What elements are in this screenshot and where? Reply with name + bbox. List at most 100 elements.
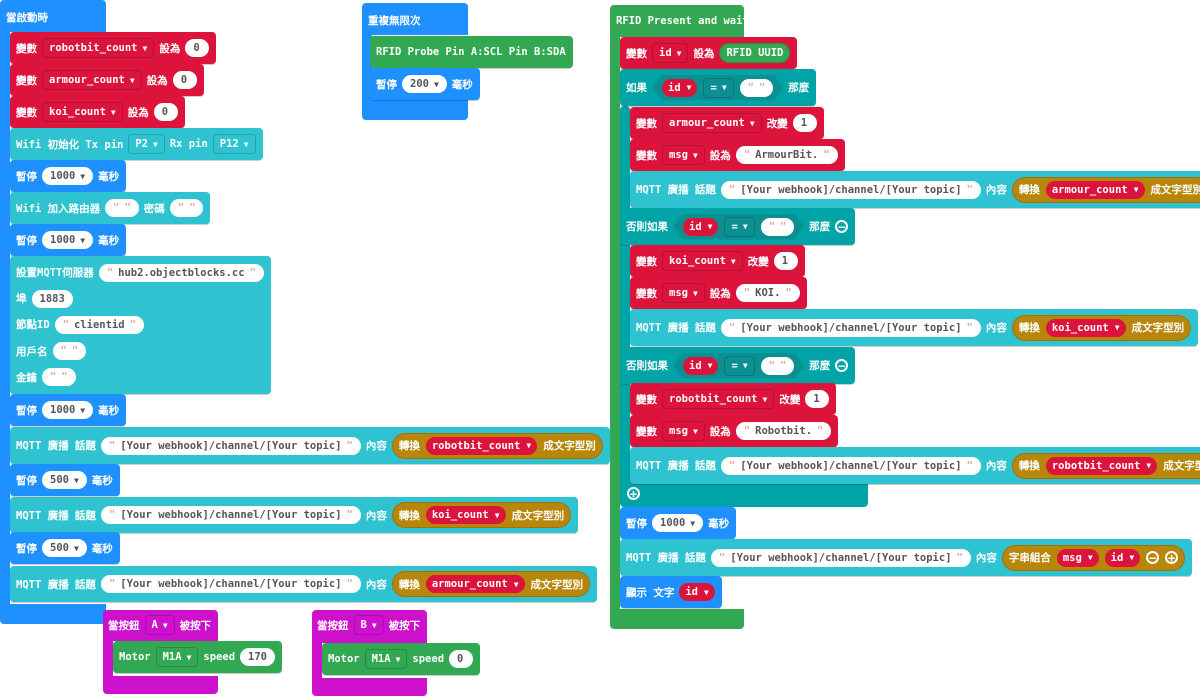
- number-dropdown-input[interactable]: 500▼: [42, 471, 87, 489]
- text-input[interactable]: [105, 199, 139, 217]
- variable-reporter[interactable]: koi_count▼: [425, 506, 506, 524]
- dropdown-arrow-icon[interactable]: ▼: [1114, 323, 1120, 332]
- number-dropdown-input[interactable]: 1000▼: [652, 514, 704, 532]
- add-icon[interactable]: +: [1165, 551, 1179, 564]
- number-input[interactable]: 1: [805, 390, 830, 408]
- text-input[interactable]: [Your webhook]/channel/[Your topic]: [100, 506, 361, 524]
- text-input[interactable]: clientid: [54, 315, 144, 334]
- text-input[interactable]: [Your webhook]/channel/[Your topic]: [720, 180, 981, 199]
- number-dropdown-input[interactable]: 1000▼: [42, 231, 94, 249]
- text-input[interactable]: [Your webhook]/channel/[Your topic]: [100, 575, 361, 593]
- dropdown[interactable]: msg▼: [662, 421, 705, 441]
- comparison-condition[interactable]: id▼=▼: [673, 353, 804, 379]
- number-input[interactable]: 0: [172, 71, 197, 89]
- variable-reporter[interactable]: id▼: [683, 218, 718, 236]
- text-input[interactable]: [Your webhook]/channel/[Your topic]: [100, 436, 361, 455]
- remove-icon[interactable]: −: [835, 359, 849, 372]
- text-input[interactable]: [740, 79, 774, 97]
- number-input[interactable]: 1883: [31, 289, 73, 308]
- dropdown-arrow-icon[interactable]: ▼: [1129, 553, 1135, 562]
- dropdown[interactable]: msg▼: [662, 283, 705, 303]
- wifi-block[interactable]: Wifi 加入路由器密碼: [10, 192, 211, 224]
- dropdown-arrow-icon[interactable]: ▼: [707, 361, 713, 370]
- number-input[interactable]: 1: [773, 252, 798, 270]
- dropdown-arrow-icon[interactable]: ▼: [494, 510, 500, 520]
- text-input[interactable]: hub2.objectblocks.cc: [98, 263, 264, 282]
- comparison-condition[interactable]: id▼ =▼: [673, 214, 804, 240]
- variable-reporter[interactable]: msg▼: [1056, 548, 1099, 567]
- text-input[interactable]: [Your webhook]/channel/[Your topic]: [720, 318, 981, 337]
- dropdown-arrow-icon[interactable]: ▼: [1146, 461, 1152, 470]
- number-dropdown-input[interactable]: 500▼: [42, 539, 87, 557]
- text-input[interactable]: [169, 199, 204, 217]
- mqtt-block[interactable]: 設置MQTT伺服器hub2.objectblocks.cc埠1883節點IDcl…: [10, 256, 271, 394]
- dropdown[interactable]: M1A▼: [155, 647, 199, 667]
- variable-reporter[interactable]: id▼: [1104, 548, 1141, 567]
- variable-reporter[interactable]: robotbit_count▼: [425, 436, 538, 455]
- dropdown-arrow-icon[interactable]: ▼: [707, 222, 713, 231]
- dropdown[interactable]: koi_count▼: [662, 251, 743, 271]
- text-input[interactable]: [52, 342, 87, 361]
- text-input[interactable]: [Your webhook]/channel/[Your topic]: [710, 548, 971, 567]
- dropdown[interactable]: armour_count▼: [42, 70, 142, 90]
- dropdown[interactable]: B▼: [353, 615, 384, 635]
- dropdown[interactable]: M1A▼: [364, 649, 408, 669]
- mqtt-block[interactable]: MQTT 廣播 話題[Your webhook]/channel/[Your t…: [620, 539, 1193, 576]
- remove-icon[interactable]: −: [1146, 551, 1160, 564]
- dropdown[interactable]: armour_count▼: [662, 113, 762, 133]
- text-input[interactable]: [Your webhook]/channel/[Your topic]: [720, 456, 981, 475]
- dropdown[interactable]: =▼: [724, 217, 754, 237]
- dropdown[interactable]: =▼: [724, 356, 754, 376]
- text-input[interactable]: [761, 218, 795, 236]
- variable-reporter[interactable]: armour_count▼: [1045, 180, 1145, 199]
- mqtt-block[interactable]: MQTT 廣播 話題[Your webhook]/channel/[Your t…: [10, 566, 598, 602]
- comparison-condition[interactable]: id▼=▼: [652, 75, 783, 101]
- rfid-reporter[interactable]: RFID UUID: [719, 43, 791, 63]
- number-dropdown-input[interactable]: 1000▼: [42, 401, 94, 419]
- mqtt-block[interactable]: MQTT 廣播 話題[Your webhook]/channel/[Your t…: [10, 427, 610, 464]
- dropdown[interactable]: id▼: [652, 43, 689, 63]
- dropdown-arrow-icon[interactable]: ▼: [686, 83, 692, 92]
- dropdown-arrow-icon[interactable]: ▼: [1087, 553, 1093, 562]
- dropdown-arrow-icon[interactable]: ▼: [513, 579, 519, 589]
- dropdown-arrow-icon[interactable]: ▼: [703, 587, 709, 597]
- dropdown[interactable]: =▼: [703, 78, 733, 98]
- text-input[interactable]: KOI.: [735, 284, 800, 302]
- dropdown[interactable]: robotbit_count▼: [42, 38, 155, 58]
- rfid-block[interactable]: RFID Probe Pin A:SCL Pin B:SDA: [370, 36, 573, 68]
- number-input[interactable]: 0: [185, 39, 210, 57]
- mqtt-block[interactable]: MQTT 廣播 話題[Your webhook]/channel/[Your t…: [10, 497, 579, 533]
- number-input[interactable]: 0: [153, 103, 178, 121]
- variable-reporter[interactable]: id▼: [679, 583, 715, 601]
- number-input[interactable]: 170: [240, 648, 275, 666]
- number-dropdown-input[interactable]: 200▼: [402, 75, 447, 93]
- dropdown[interactable]: koi_count▼: [42, 102, 123, 122]
- variable-reporter[interactable]: robotbit_count▼: [1045, 456, 1158, 475]
